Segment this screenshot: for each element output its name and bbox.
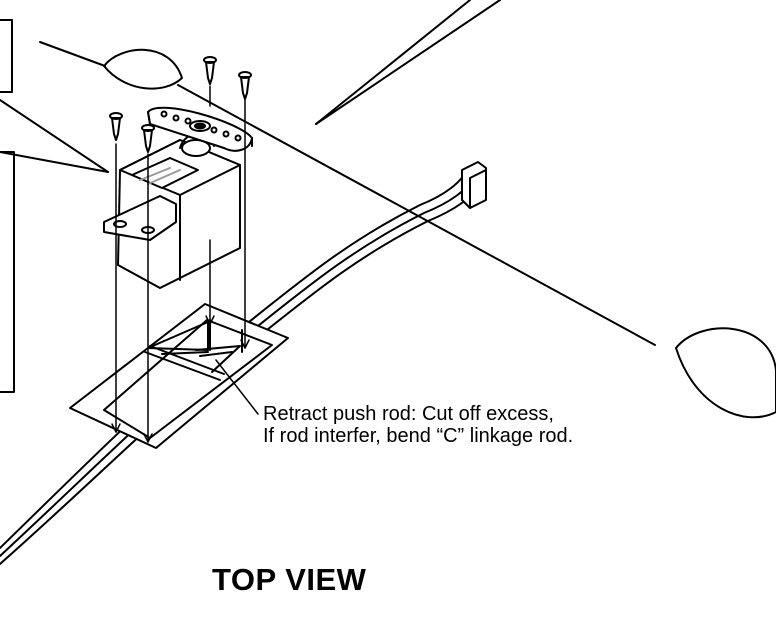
wheel-icon [103, 48, 183, 90]
screw-icon [109, 112, 123, 141]
servo-tray [69, 303, 289, 449]
wing-structure [39, 0, 656, 346]
assembly-guide-lines [111, 85, 250, 443]
callout-text-line-1: Retract push rod: Cut off excess, [263, 403, 554, 425]
callout-leader-line [215, 359, 259, 415]
servo-icon [103, 132, 241, 289]
screw-icon [203, 56, 217, 85]
callout-text-line-2: If rod interfer, bend “C” linkage rod. [263, 425, 574, 447]
view-title: TOP VIEW [212, 562, 367, 597]
rod-block [461, 161, 487, 209]
servo-horn-icon [147, 106, 253, 152]
wheel-icon [675, 327, 776, 419]
screw-icon [238, 71, 252, 100]
left-frame-lines [0, 19, 109, 393]
screw-icon [141, 124, 155, 153]
